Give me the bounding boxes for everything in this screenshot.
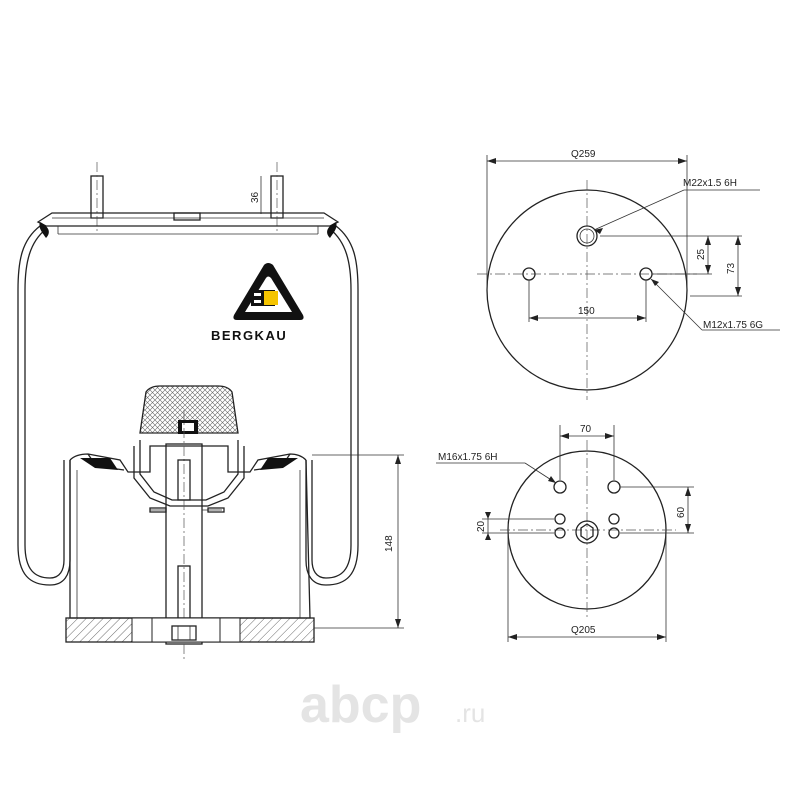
dim-bottom-small: 20 [476,520,487,532]
dim-height-label: 148 [384,535,395,552]
dim-bottom-holes: M16x1.75 6H [438,452,497,463]
brand-logo: BERGKAU [211,263,304,343]
watermark-suffix: .ru [455,698,485,728]
watermark-name: abcp [300,676,421,734]
center-hole [576,225,598,247]
dim-bottom-diameter: Q205 [571,625,596,636]
dim-top-diameter: Q259 [571,149,596,160]
watermark: abcp .ru [300,676,485,734]
bottom-hole-5 [554,527,566,539]
mounting-stud-left [90,162,104,232]
top-view: Q259 M22x1.5 6H 150 25 73 M12x [477,149,780,400]
mounting-stud-right [270,162,284,232]
dim-side-hole: M12x1.75 6G [703,320,763,331]
dim-spacing: 150 [578,306,595,317]
dim-bottom-width: 70 [580,424,592,435]
bottom-hole-2 [607,480,621,494]
bottom-center-boss [575,520,599,544]
piston-top [69,420,307,507]
dim-offset-a: 25 [696,248,707,260]
dim-center-hole: M22x1.5 6H [683,178,737,189]
bottom-hole-1 [553,480,567,494]
bottom-hole-6 [608,527,620,539]
dim-offset-b: 73 [726,262,737,274]
top-plate [36,212,340,235]
side-view: 36 [17,162,404,660]
dimension-height: 148 [312,454,404,629]
rubber-bellow [17,222,359,586]
brand-name: BERGKAU [211,328,287,343]
dim-bottom-height: 60 [676,506,687,518]
bottom-view: 70 M16x1.75 6H 60 20 Q205 [436,424,694,642]
dim-stud-height: 36 [250,191,261,203]
bottom-hole-4 [608,513,620,525]
piston-base [65,617,315,643]
bottom-hole-3 [554,513,566,525]
